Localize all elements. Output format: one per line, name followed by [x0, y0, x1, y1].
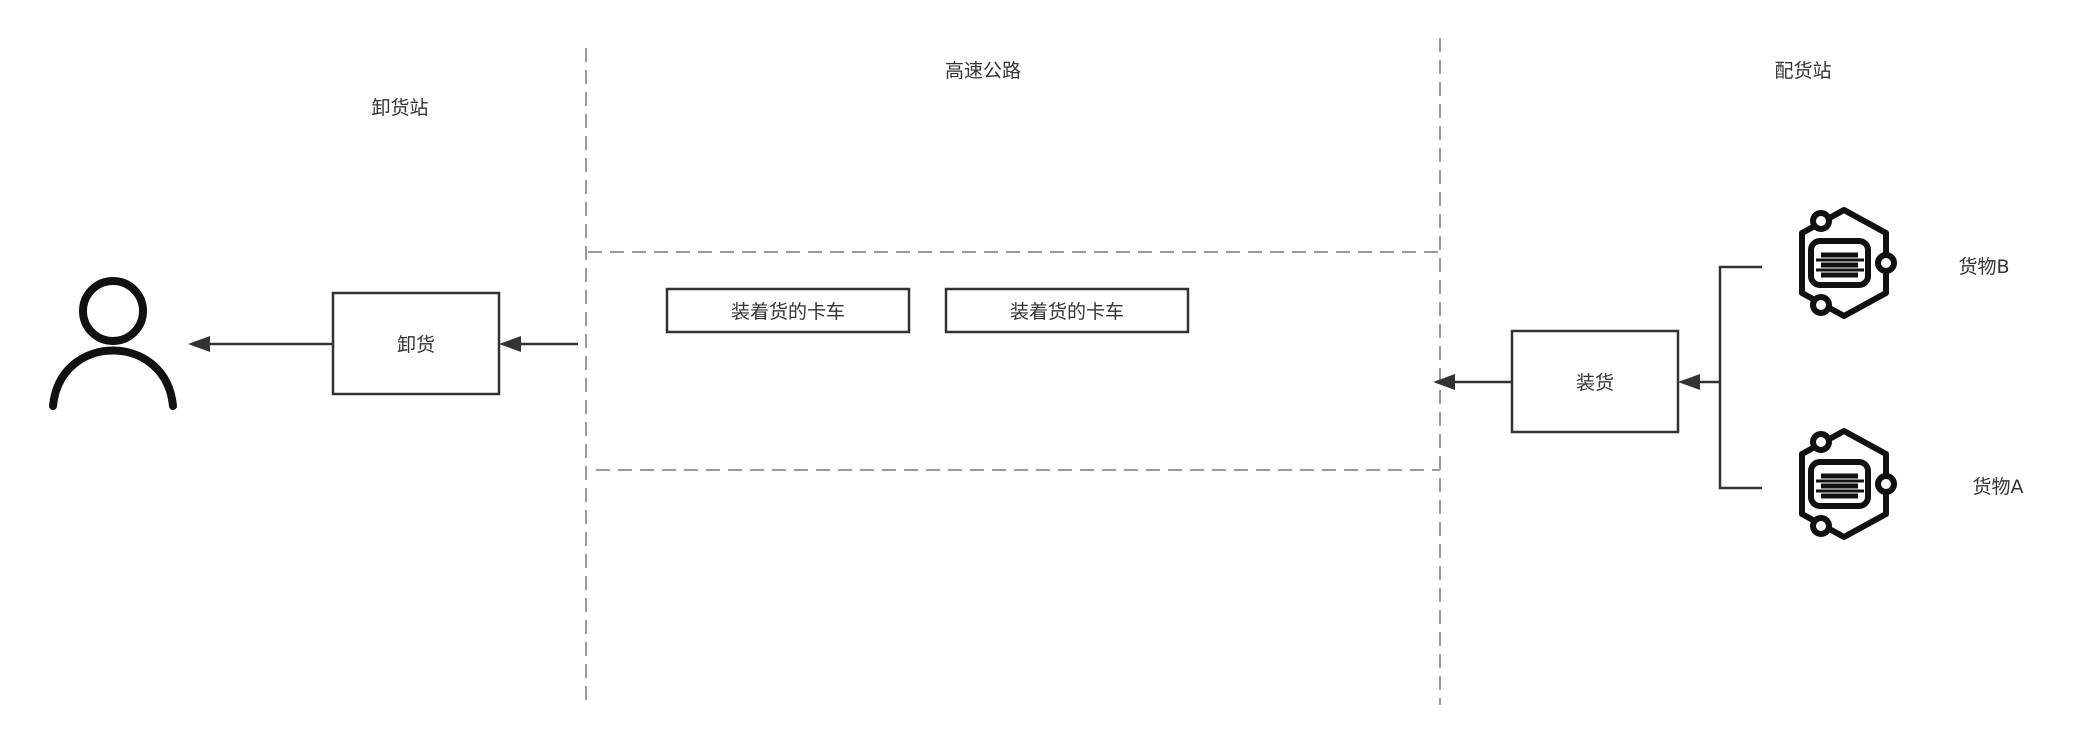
arrow-unload-to-user [188, 336, 333, 352]
truck-node-1[interactable]: 装着货的卡车 [665, 287, 911, 334]
user-icon [49, 277, 177, 410]
unload-node-label: 卸货 [397, 334, 435, 356]
truck-node-2[interactable]: 装着货的卡车 [944, 287, 1190, 334]
load-node[interactable]: 装货 [1510, 329, 1680, 434]
arrow-load-to-highway [1433, 374, 1512, 390]
goods-b-label: 货物B [1958, 256, 2009, 278]
zone-title-distribution-station: 配货站 [1774, 60, 1831, 82]
cargo-hexagon-icon [1799, 428, 1897, 540]
goods-merge-connector [1678, 265, 1762, 490]
arrow-highway-to-unload [499, 336, 578, 352]
truck-node-2-label: 装着货的卡车 [1010, 301, 1124, 323]
load-node-label: 装货 [1576, 372, 1614, 394]
cargo-hexagon-icon [1799, 207, 1897, 319]
truck-node-1-label: 装着货的卡车 [731, 301, 845, 323]
unload-node[interactable]: 卸货 [331, 291, 501, 396]
zone-title-highway: 高速公路 [945, 60, 1021, 82]
zone-title-unload-station: 卸货站 [371, 97, 428, 119]
goods-a-label: 货物A [1973, 476, 2024, 498]
